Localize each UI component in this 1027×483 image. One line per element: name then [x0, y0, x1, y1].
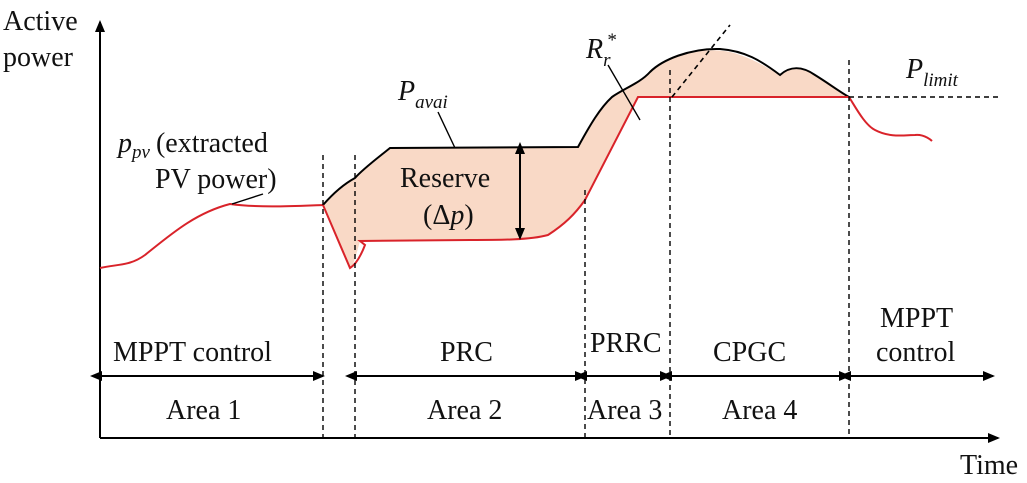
ppv-subscript: pv [130, 142, 151, 163]
region-5-control-line1: MPPT [880, 303, 953, 334]
region-3-control: PRRC [590, 328, 662, 359]
ppv-curve [99, 96, 933, 270]
rr-subscript: r [603, 50, 611, 71]
rr-superscript: * [607, 30, 617, 51]
pavai-label: Pavai [397, 76, 448, 113]
y-axis-label-line2: power [3, 42, 74, 73]
reserve-p: p [448, 200, 464, 231]
rr-symbol: R [585, 34, 603, 65]
region-4-control: CPGC [713, 337, 786, 368]
y-axis-label-line1: Active [3, 6, 78, 37]
reserve-label-line1: Reserve [400, 163, 490, 194]
pavai-leader [437, 111, 456, 149]
region-4-area: Area 4 [722, 395, 797, 426]
pavai-curve [322, 47, 850, 206]
reserve-label-line2: (Δp) [423, 200, 474, 231]
rr-label: Rr* [585, 30, 617, 71]
plimit-symbol: P [905, 54, 923, 85]
region-3-area: Area 3 [587, 395, 662, 426]
curtailment-region [672, 50, 849, 97]
plimit-subscript: limit [923, 70, 959, 91]
ppv-label: ppv(extracted [116, 128, 268, 163]
ppv-leader [231, 193, 264, 205]
ppv-desc-line2: PV power) [155, 164, 277, 195]
ppv-desc-line1: (extracted [156, 128, 268, 159]
region-2-control: PRC [440, 337, 493, 368]
rr-leader [607, 64, 641, 121]
x-axis-label: Time [960, 450, 1018, 481]
region-1-control: MPPT control [113, 337, 272, 368]
reserve-region [323, 58, 672, 268]
ramp-rate-dashed-line [671, 24, 731, 98]
pavai-symbol: P [397, 76, 415, 107]
region-2-area: Area 2 [427, 395, 502, 426]
pavai-subscript: avai [415, 92, 448, 113]
reserve-open-paren: ( [423, 200, 432, 231]
ppv-symbol: p [116, 128, 132, 159]
reserve-close-paren: ) [464, 200, 473, 231]
region-1-area: Area 1 [166, 395, 241, 426]
reserve-delta: Δ [432, 200, 450, 231]
plimit-label: Plimit [905, 54, 959, 91]
region-5-control-line2: control [876, 337, 956, 368]
